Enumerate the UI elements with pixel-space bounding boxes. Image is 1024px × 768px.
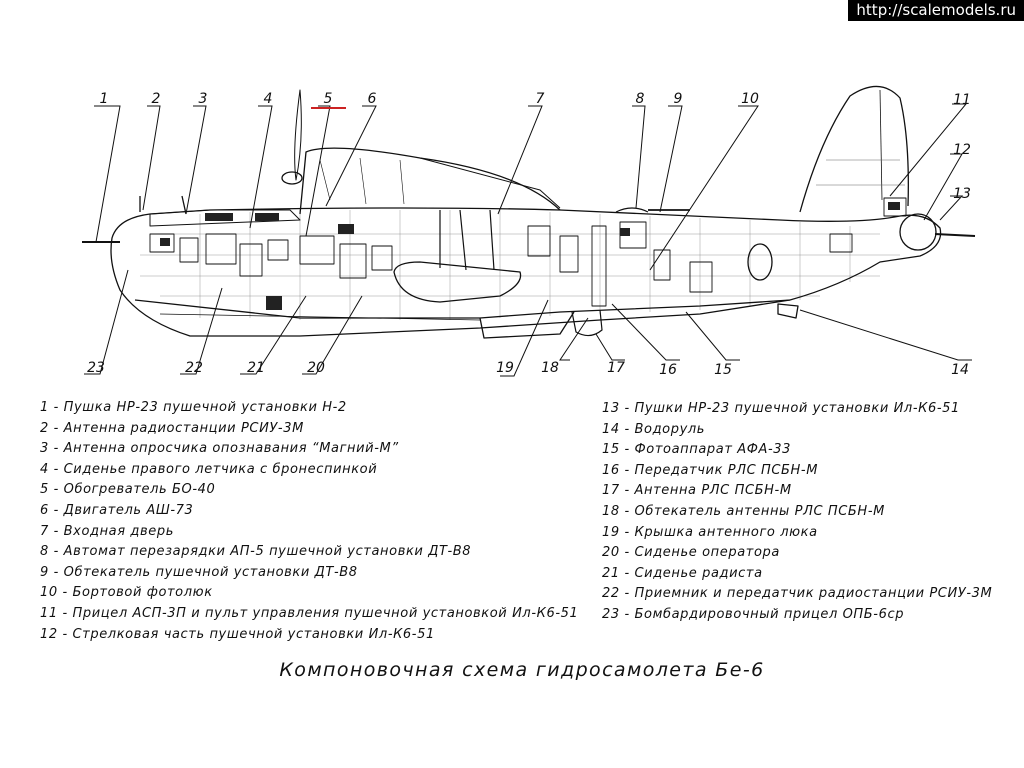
legend-item: 19 - Крышка антенного люка	[602, 524, 818, 540]
callout-19: 19	[496, 360, 514, 376]
legend-item: 14 - Водоруль	[602, 421, 706, 437]
hull-bottom	[134, 299, 791, 319]
legend-item: 5 - Обогреватель БО-40	[40, 482, 216, 498]
callout-9: 9	[674, 91, 683, 107]
wing-float	[393, 261, 522, 303]
top-turret	[615, 207, 649, 213]
legend-item: 10 - Бортовой фотолюк	[40, 585, 213, 601]
radar-dome	[571, 309, 603, 337]
dense-equipment	[160, 202, 900, 310]
callout-4: 4	[264, 91, 273, 107]
legend-item: 11 - Прицел АСП-3П и пульт управления пу…	[40, 605, 579, 621]
equipment	[149, 197, 907, 307]
watermark: http://scalemodels.ru	[848, 0, 1024, 21]
wing-root	[419, 157, 561, 209]
callout-23: 23	[87, 360, 105, 376]
leader-lines	[84, 103, 972, 377]
legend-right: 13 - Пушки НР-23 пушечной установки Ил-К…	[602, 399, 992, 626]
callout-7: 7	[536, 91, 545, 107]
frame-grid	[140, 210, 900, 320]
legend-item: 1 - Пушка НР-23 пушечной установки Н-2	[40, 400, 347, 415]
legend-item: 23 - Бомбардировочный прицел ОПБ-6ср	[602, 606, 905, 622]
tail-fin	[799, 85, 909, 213]
legend-left: 1 - Пушка НР-23 пушечной установки Н-2 2…	[40, 398, 578, 645]
callout-16: 16	[659, 362, 677, 378]
tail-gun	[934, 233, 976, 237]
antenna-magniy	[181, 195, 187, 215]
water-rudder	[777, 303, 799, 319]
legend-item: 9 - Обтекатель пушечной установки ДТ-В8	[40, 564, 358, 580]
legend-item: 7 - Входная дверь	[40, 523, 174, 539]
callout-1: 1	[100, 91, 109, 107]
callout-21: 21	[247, 360, 265, 376]
float-strut	[439, 209, 495, 271]
legend-item: 12 - Стрелковая часть пушечной установки…	[40, 626, 435, 642]
tail-turret	[899, 213, 937, 251]
callout-2: 2	[152, 91, 161, 107]
callout-17: 17	[607, 360, 625, 376]
callout-22: 22	[185, 360, 203, 376]
legend-item: 22 - Приемник и передатчик радиостанции …	[602, 586, 993, 602]
callout-13: 13	[953, 186, 971, 202]
propeller	[294, 89, 302, 181]
callout-18: 18	[541, 360, 559, 376]
legend-item: 2 - Антенна радиостанции РСИУ-3М	[40, 420, 304, 436]
legend-item: 20 - Сиденье оператора	[602, 545, 780, 561]
side-porthole	[747, 243, 773, 281]
legend-item: 16 - Передатчик РЛС ПСБН-М	[602, 462, 819, 478]
legend-item: 3 - Антенна опросчика опознавания “Магни…	[40, 441, 399, 457]
callout-15: 15	[714, 362, 732, 378]
callout-12: 12	[953, 142, 971, 158]
callout-3: 3	[199, 91, 208, 107]
callout-8: 8	[636, 91, 645, 107]
callout-10: 10	[741, 91, 759, 107]
legend-item: 8 - Автомат перезарядки АП-5 пушечной ус…	[40, 544, 472, 560]
legend-item: 18 - Обтекатель антенны РЛС ПСБН-М	[602, 503, 885, 519]
callout-11: 11	[953, 92, 971, 108]
callout-14: 14	[951, 362, 969, 378]
legend-item: 21 - Сиденье радиста	[602, 565, 763, 581]
legend-item: 13 - Пушки НР-23 пушечной установки Ил-К…	[602, 401, 960, 416]
callout-6: 6	[368, 91, 377, 107]
legend-item: 4 - Сиденье правого летчика с бронеспинк…	[40, 461, 378, 477]
legend-item: 17 - Антенна РЛС ПСБН-М	[602, 483, 792, 499]
callout-20: 20	[307, 360, 325, 376]
hull-step	[479, 311, 575, 339]
legend-item: 15 - Фотоаппарат АФА-33	[602, 442, 792, 458]
legend-item: 6 - Двигатель АШ-73	[40, 502, 194, 518]
fuselage-outline	[110, 207, 942, 337]
callout-5: 5	[324, 91, 333, 107]
cockpit-canopy	[149, 209, 301, 227]
diagram-title: Компоновочная схема гидросамолета Бе-6	[279, 659, 765, 681]
